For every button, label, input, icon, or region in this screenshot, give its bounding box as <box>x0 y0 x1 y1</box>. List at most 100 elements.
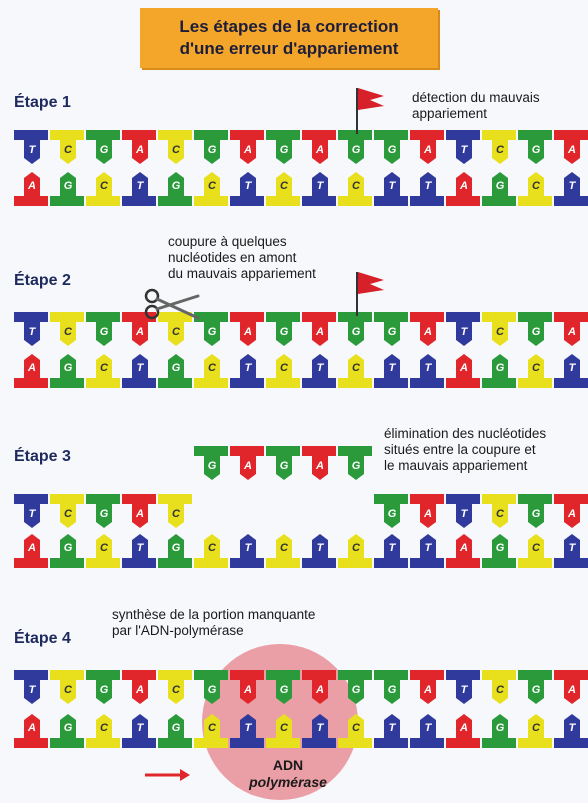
step3-top-right-backbone <box>410 494 444 504</box>
step3-top-left-backbone <box>14 494 48 504</box>
direction-arrow <box>145 769 190 781</box>
step3-top-left-base: C <box>60 504 76 528</box>
step1-bottom-base: A <box>456 172 472 196</box>
base-letter: T <box>569 362 577 374</box>
step3-bottom-backbone <box>230 558 264 568</box>
base-letter: T <box>245 180 253 192</box>
step2-top-backbone <box>50 312 84 322</box>
step4-top-backbone <box>482 670 516 680</box>
step3-bottom-base: G <box>168 534 184 558</box>
base-letter: T <box>245 722 253 734</box>
step4-top-base: G <box>204 680 220 704</box>
base-letter: A <box>243 684 252 696</box>
step2-top-backbone <box>446 312 480 322</box>
base-letter: A <box>27 362 36 374</box>
base-letter: C <box>100 542 109 554</box>
base-letter: C <box>496 326 505 338</box>
title-box: Les étapes de la correction d'une erreur… <box>140 8 438 68</box>
step2-top-backbone <box>338 312 372 322</box>
step4-bottom-base: T <box>564 714 580 738</box>
base-letter: C <box>100 362 109 374</box>
step4-bottom-backbone <box>518 738 552 748</box>
step-2-note: coupure à quelques nucléotides en amont … <box>168 234 316 282</box>
step4-top-base: G <box>384 680 400 704</box>
base-letter: A <box>243 326 252 338</box>
base-letter: T <box>317 542 325 554</box>
step4-bottom-base: T <box>132 714 148 738</box>
removed-fragment-backbone <box>302 446 336 456</box>
step3-bottom-backbone <box>86 558 120 568</box>
base-letter: G <box>496 542 505 554</box>
base-letter: C <box>100 722 109 734</box>
step2-bottom-base: G <box>60 354 76 378</box>
base-letter: A <box>315 460 324 472</box>
step1-bottom-base: T <box>312 172 328 196</box>
step2-bottom-backbone <box>374 378 408 388</box>
step4-top-base: G <box>348 680 364 704</box>
step4-top-backbone <box>230 670 264 680</box>
step1-bottom-base: T <box>384 172 400 196</box>
base-letter: A <box>567 144 576 156</box>
step3-bottom-base: T <box>312 534 328 558</box>
step1-top-base: G <box>384 140 400 164</box>
step2-top-base: G <box>528 322 544 346</box>
step4-top-backbone <box>266 670 300 680</box>
step-3-label: Étape 3 <box>14 448 71 465</box>
step3-top-right-base: A <box>420 504 436 528</box>
step4-top-backbone <box>194 670 228 680</box>
base-letter: T <box>317 180 325 192</box>
base-letter: T <box>569 180 577 192</box>
removed-fragment-base: A <box>240 456 256 480</box>
step1-top-backbone <box>554 130 588 140</box>
step1-bottom-backbone <box>14 196 48 206</box>
step4-top-backbone <box>122 670 156 680</box>
base-letter: A <box>423 508 432 520</box>
base-letter: C <box>100 180 109 192</box>
base-letter: G <box>496 722 505 734</box>
step1-top-backbone <box>374 130 408 140</box>
step1-bottom-base: T <box>132 172 148 196</box>
step-3-note-line-3: le mauvais appariement <box>384 458 528 473</box>
base-letter: G <box>208 460 217 472</box>
step3-bottom-backbone <box>518 558 552 568</box>
step4-top-base: A <box>312 680 328 704</box>
base-letter: C <box>532 362 541 374</box>
step4-bottom-base: C <box>528 714 544 738</box>
step4-top-base: T <box>24 680 40 704</box>
base-letter: A <box>567 326 576 338</box>
base-letter: C <box>496 684 505 696</box>
enzyme-label-line-1: ADN <box>273 757 303 773</box>
step1-top-base: A <box>312 140 328 164</box>
base-letter: T <box>425 722 433 734</box>
step4-bottom-base: G <box>168 714 184 738</box>
step4-top-base: A <box>132 680 148 704</box>
step3-top-right-backbone <box>482 494 516 504</box>
base-letter: C <box>532 722 541 734</box>
base-letter: C <box>172 144 181 156</box>
base-letter: A <box>567 508 576 520</box>
step4-bottom-base: T <box>420 714 436 738</box>
base-letter: T <box>29 144 37 156</box>
base-letter: T <box>425 180 433 192</box>
step4-bottom-base: C <box>276 714 292 738</box>
title-line-2: d'une erreur d'appariement <box>179 39 399 58</box>
step3-bottom-base: T <box>384 534 400 558</box>
step1-top-backbone <box>518 130 552 140</box>
step2-bottom-backbone <box>14 378 48 388</box>
step1-top-base: G <box>528 140 544 164</box>
step1-bottom-backbone <box>194 196 228 206</box>
step4-top-backbone <box>14 670 48 680</box>
base-letter: G <box>388 144 397 156</box>
step1-bottom-base: C <box>96 172 112 196</box>
step1-top-backbone <box>230 130 264 140</box>
step1-bottom-base: C <box>276 172 292 196</box>
base-letter: A <box>567 684 576 696</box>
base-letter: G <box>280 684 289 696</box>
step2-bottom-base: G <box>168 354 184 378</box>
step4-top-backbone <box>410 670 444 680</box>
base-letter: G <box>352 684 361 696</box>
base-letter: G <box>532 326 541 338</box>
step2-bottom-base: T <box>132 354 148 378</box>
step2-top-base: T <box>456 322 472 346</box>
step4-bottom-backbone <box>338 738 372 748</box>
